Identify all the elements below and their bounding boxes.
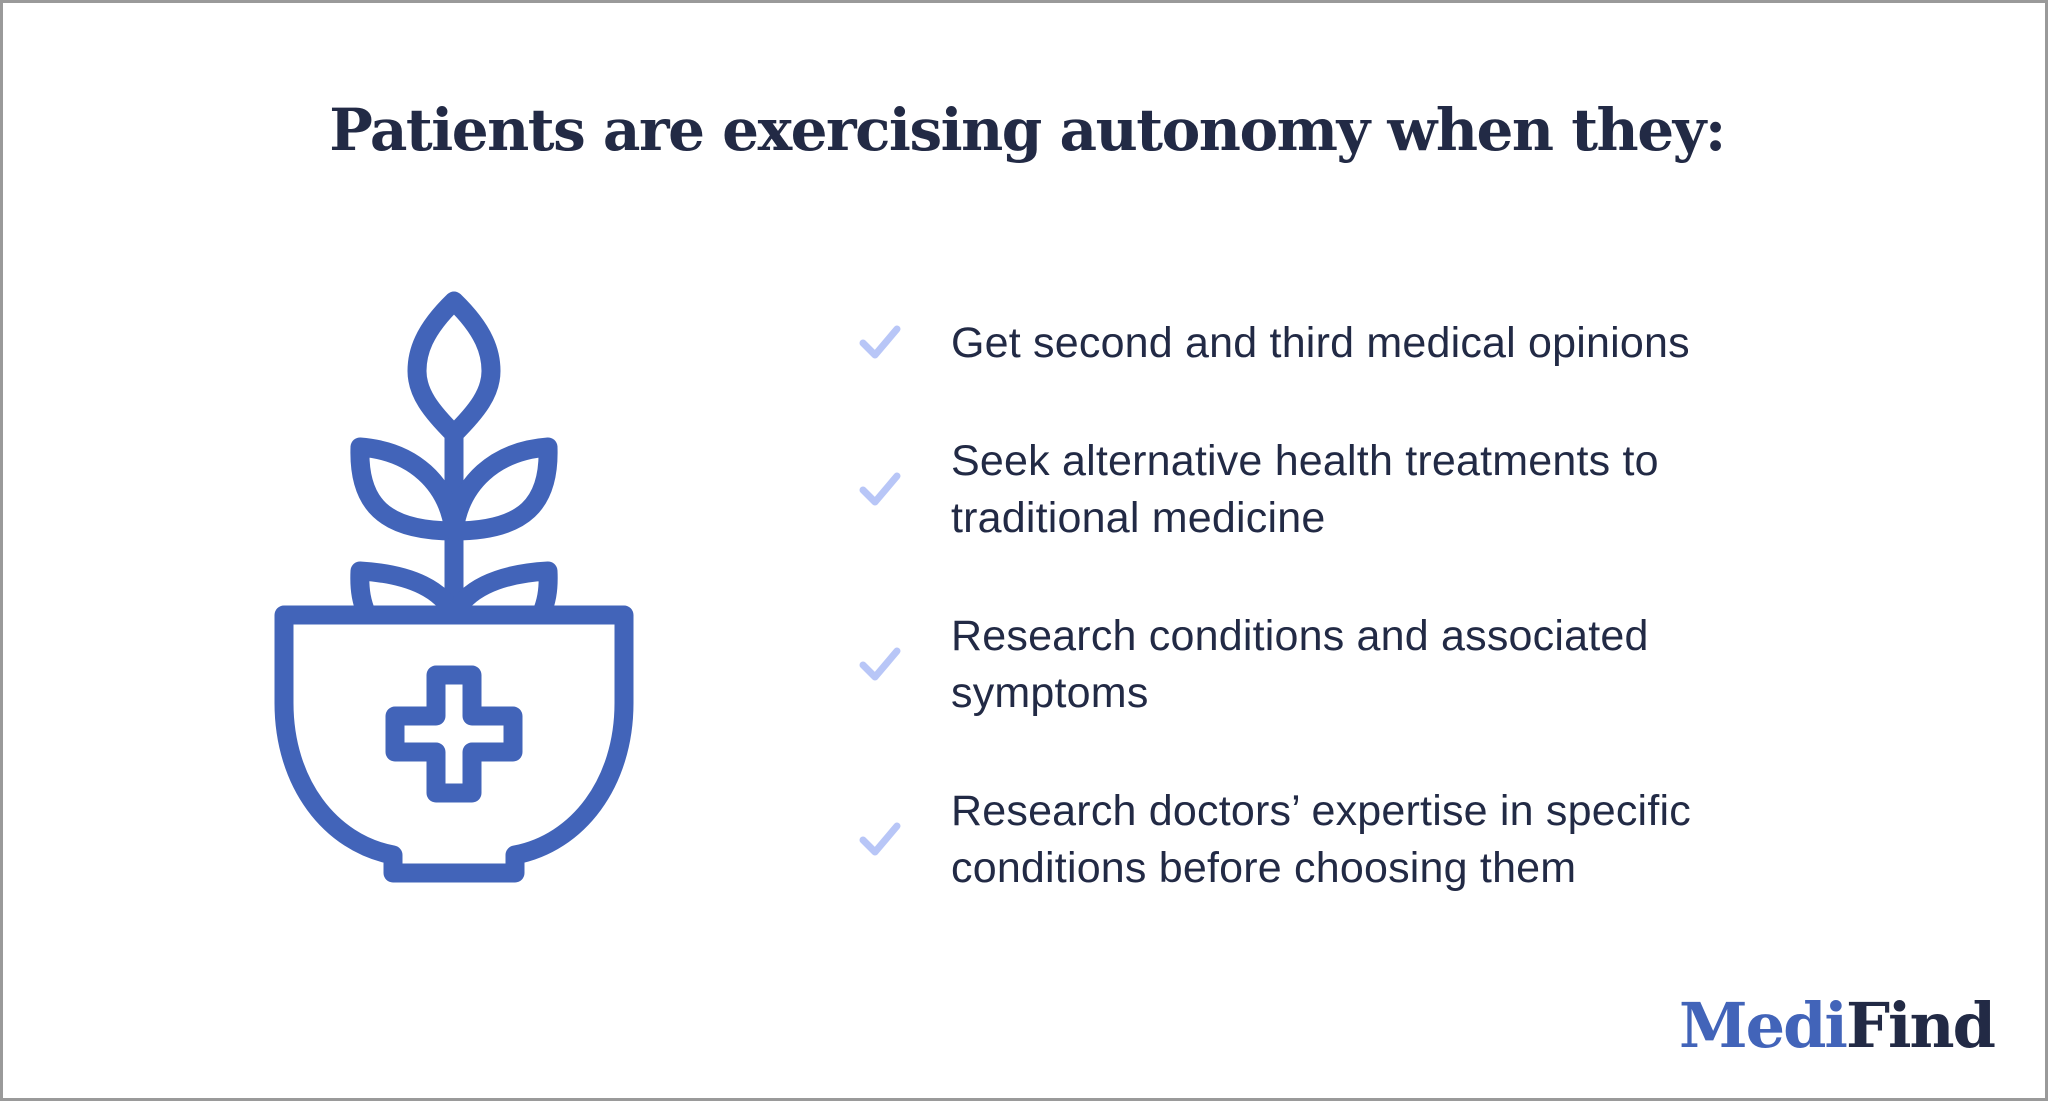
list-item: Seek alternative health treatments to tr…	[853, 433, 1853, 547]
list-item-text: Seek alternative health treatments to tr…	[951, 437, 1659, 542]
checkmark-icon	[859, 822, 901, 856]
medifind-logo: MediFind	[1679, 989, 1996, 1062]
list-item-text: Research doctors’ expertise in specific …	[951, 787, 1691, 892]
list-item: Research conditions and associated sympt…	[853, 608, 1853, 722]
checkmark-icon	[859, 647, 901, 681]
checkmark-icon	[859, 472, 901, 506]
logo-part-find: Find	[1845, 989, 1996, 1062]
checkmark-icon	[859, 325, 901, 359]
list-item: Research doctors’ expertise in specific …	[853, 783, 1853, 897]
list-item-text: Research conditions and associated sympt…	[951, 612, 1649, 717]
plant-in-medical-bowl-icon	[274, 291, 634, 883]
list-item: Get second and third medical opinions	[853, 303, 1853, 383]
logo-part-medi: Medi	[1679, 989, 1848, 1062]
list-item-text: Get second and third medical opinions	[951, 318, 1690, 367]
page-title: Patients are exercising autonomy when th…	[329, 96, 1726, 164]
